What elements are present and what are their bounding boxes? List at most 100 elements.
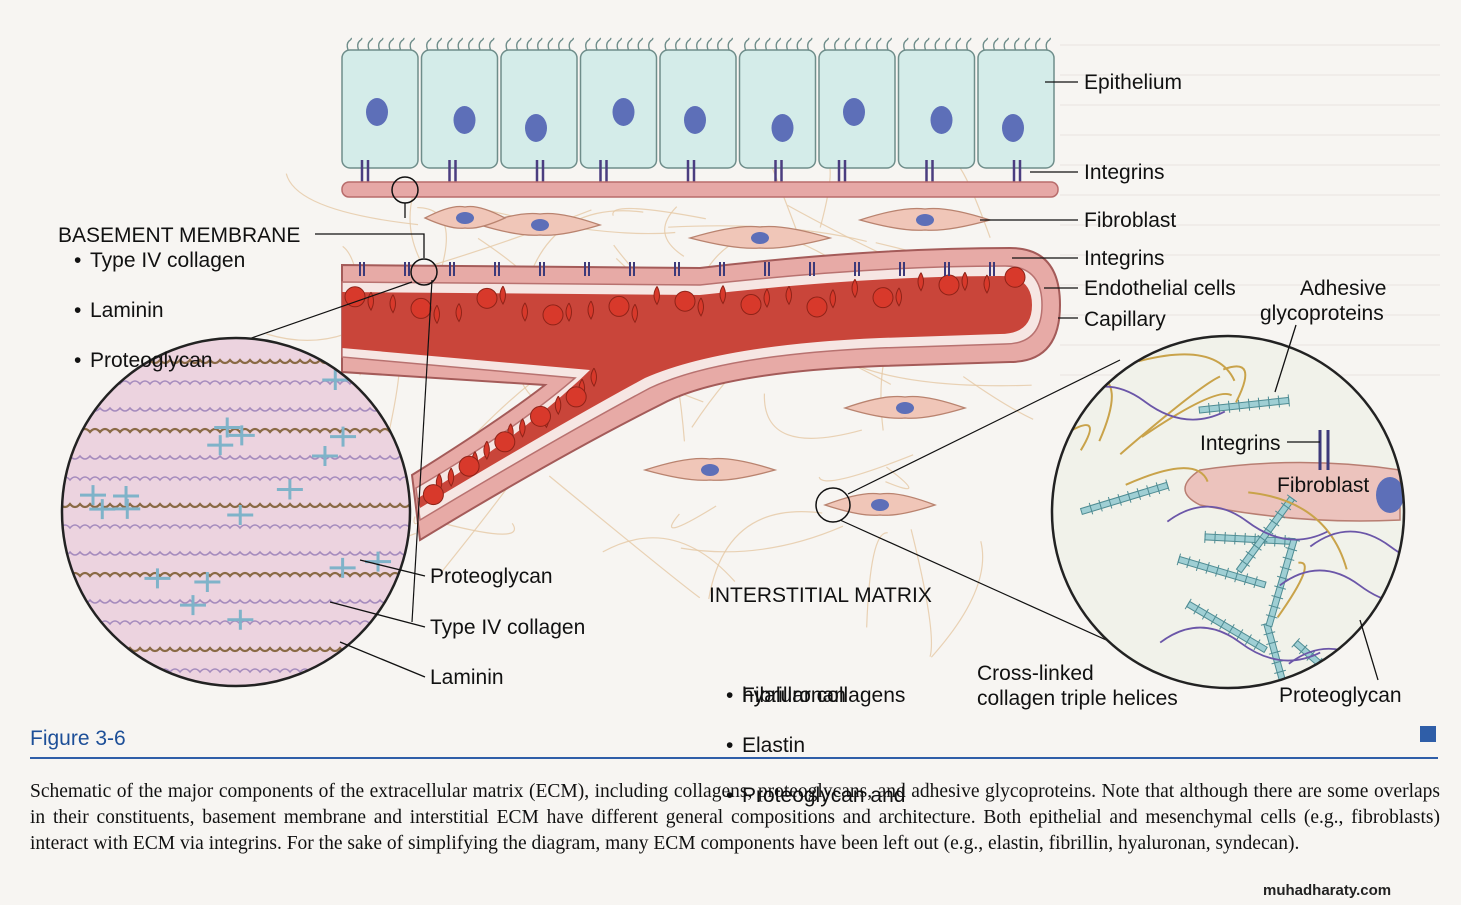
interstitial-marker-circle xyxy=(815,487,851,523)
laminin-cross xyxy=(330,426,357,447)
capillary-lumen xyxy=(342,276,1032,508)
laminin-cross xyxy=(207,435,234,456)
epithelial-cell xyxy=(977,49,1055,169)
elastin-fiber xyxy=(1309,530,1404,566)
red-blood-cell xyxy=(917,272,924,292)
microvillus xyxy=(834,37,840,51)
collagen-fiber xyxy=(612,207,706,220)
microvillus xyxy=(855,37,861,51)
microvillus xyxy=(865,37,871,51)
laminin-cross xyxy=(80,485,107,506)
cell-nucleus xyxy=(612,98,635,126)
collagen-fiber xyxy=(763,393,863,439)
red-blood-cell xyxy=(530,405,551,427)
fibroblast-nucleus xyxy=(456,212,474,224)
laminin-cross xyxy=(89,499,116,520)
microvillus xyxy=(1045,37,1051,51)
type-iv-collagen-strand xyxy=(62,454,410,460)
microvillus xyxy=(717,37,723,51)
microvillus xyxy=(796,37,802,51)
microvillus xyxy=(595,37,601,51)
figure-square-marker xyxy=(1420,726,1436,742)
red-blood-cell xyxy=(983,274,990,294)
laminin-cross xyxy=(227,504,254,525)
laminin-cross xyxy=(311,445,338,466)
red-blood-cell xyxy=(458,455,480,477)
type-iv-collagen-strand xyxy=(62,598,410,604)
microvillus xyxy=(727,37,733,51)
microvillus xyxy=(1003,37,1009,51)
proteoglycan-strand xyxy=(1276,561,1306,618)
collagen-fiber xyxy=(444,522,515,535)
microvillus xyxy=(675,37,681,51)
laminin-cross xyxy=(228,425,255,446)
proteoglycan-strand xyxy=(1248,491,1348,570)
microvillus xyxy=(786,37,792,51)
background-bleed xyxy=(1060,30,1440,400)
microvillus xyxy=(1035,37,1041,51)
capillary xyxy=(341,246,1062,542)
microvillus xyxy=(1014,37,1020,51)
laminin-cross xyxy=(194,571,221,592)
fibroblast-nucleus xyxy=(1376,477,1404,513)
elastin-fiber xyxy=(1166,505,1328,541)
collagen-fiber xyxy=(670,505,717,529)
laminin-cross xyxy=(179,595,206,616)
watermark: muhadharaty.com xyxy=(1263,882,1392,899)
microvillus xyxy=(489,37,495,51)
label-proteoglycan-left: Proteoglycan xyxy=(430,565,553,588)
cell-nucleus xyxy=(525,114,547,142)
microvillus xyxy=(664,37,670,51)
collagen-fiber xyxy=(680,525,844,553)
microvillus xyxy=(913,37,919,51)
label-fibroblast-inset: Fibroblast xyxy=(1277,474,1370,497)
microvillus xyxy=(516,37,522,51)
microvillus xyxy=(457,37,463,51)
microvillus xyxy=(388,37,394,51)
elastin-fiber xyxy=(1159,626,1321,662)
microvillus xyxy=(436,37,442,51)
red-blood-cell xyxy=(961,271,968,292)
red-blood-cell xyxy=(938,274,960,296)
collagen-fiber xyxy=(866,532,888,628)
microvillus xyxy=(744,37,750,51)
proteoglycan-strand xyxy=(1125,467,1209,486)
interstitial-matrix-title: INTERSTITIAL MATRIX xyxy=(709,584,932,607)
microvillus xyxy=(955,37,961,51)
proteoglycan-strand xyxy=(62,427,410,434)
cross-linked-collagen xyxy=(1265,537,1300,628)
cell-nucleus xyxy=(1002,114,1024,142)
proteoglycan-strand xyxy=(62,571,410,578)
im-item-continuation: hyaluronan xyxy=(742,684,846,707)
fibroblast-nucleus xyxy=(701,464,719,476)
elastin-fiber xyxy=(1279,569,1404,605)
microvillus xyxy=(765,37,771,51)
cell-nucleus xyxy=(366,98,388,126)
collagen-fiber xyxy=(930,541,984,658)
collagen-fiber xyxy=(962,376,1034,420)
laminin-cross xyxy=(322,370,349,391)
cell-nucleus xyxy=(771,114,794,142)
red-blood-cell xyxy=(447,467,455,488)
microvillus xyxy=(468,37,474,51)
bm-item: Type IV collagen xyxy=(74,248,1461,273)
red-blood-cell xyxy=(422,484,444,506)
label-adhesive-1: Adhesive xyxy=(1300,277,1387,300)
laminin-cross xyxy=(113,486,140,507)
microvillus xyxy=(1024,37,1030,51)
inset-background xyxy=(62,338,410,686)
microvillus xyxy=(754,37,760,51)
collagen-fiber xyxy=(910,529,932,657)
laminin-cross xyxy=(365,551,392,572)
microvillus xyxy=(426,37,432,51)
microvillus xyxy=(886,37,892,51)
microvillus xyxy=(807,37,813,51)
laminin-cross xyxy=(214,417,241,438)
label-endothelial-cells: Endothelial cells xyxy=(1084,277,1236,300)
microvillus xyxy=(357,37,363,51)
epithelial-cell xyxy=(500,49,578,169)
microvillus xyxy=(367,37,373,51)
microvillus xyxy=(924,37,930,51)
microvillus xyxy=(568,37,574,51)
